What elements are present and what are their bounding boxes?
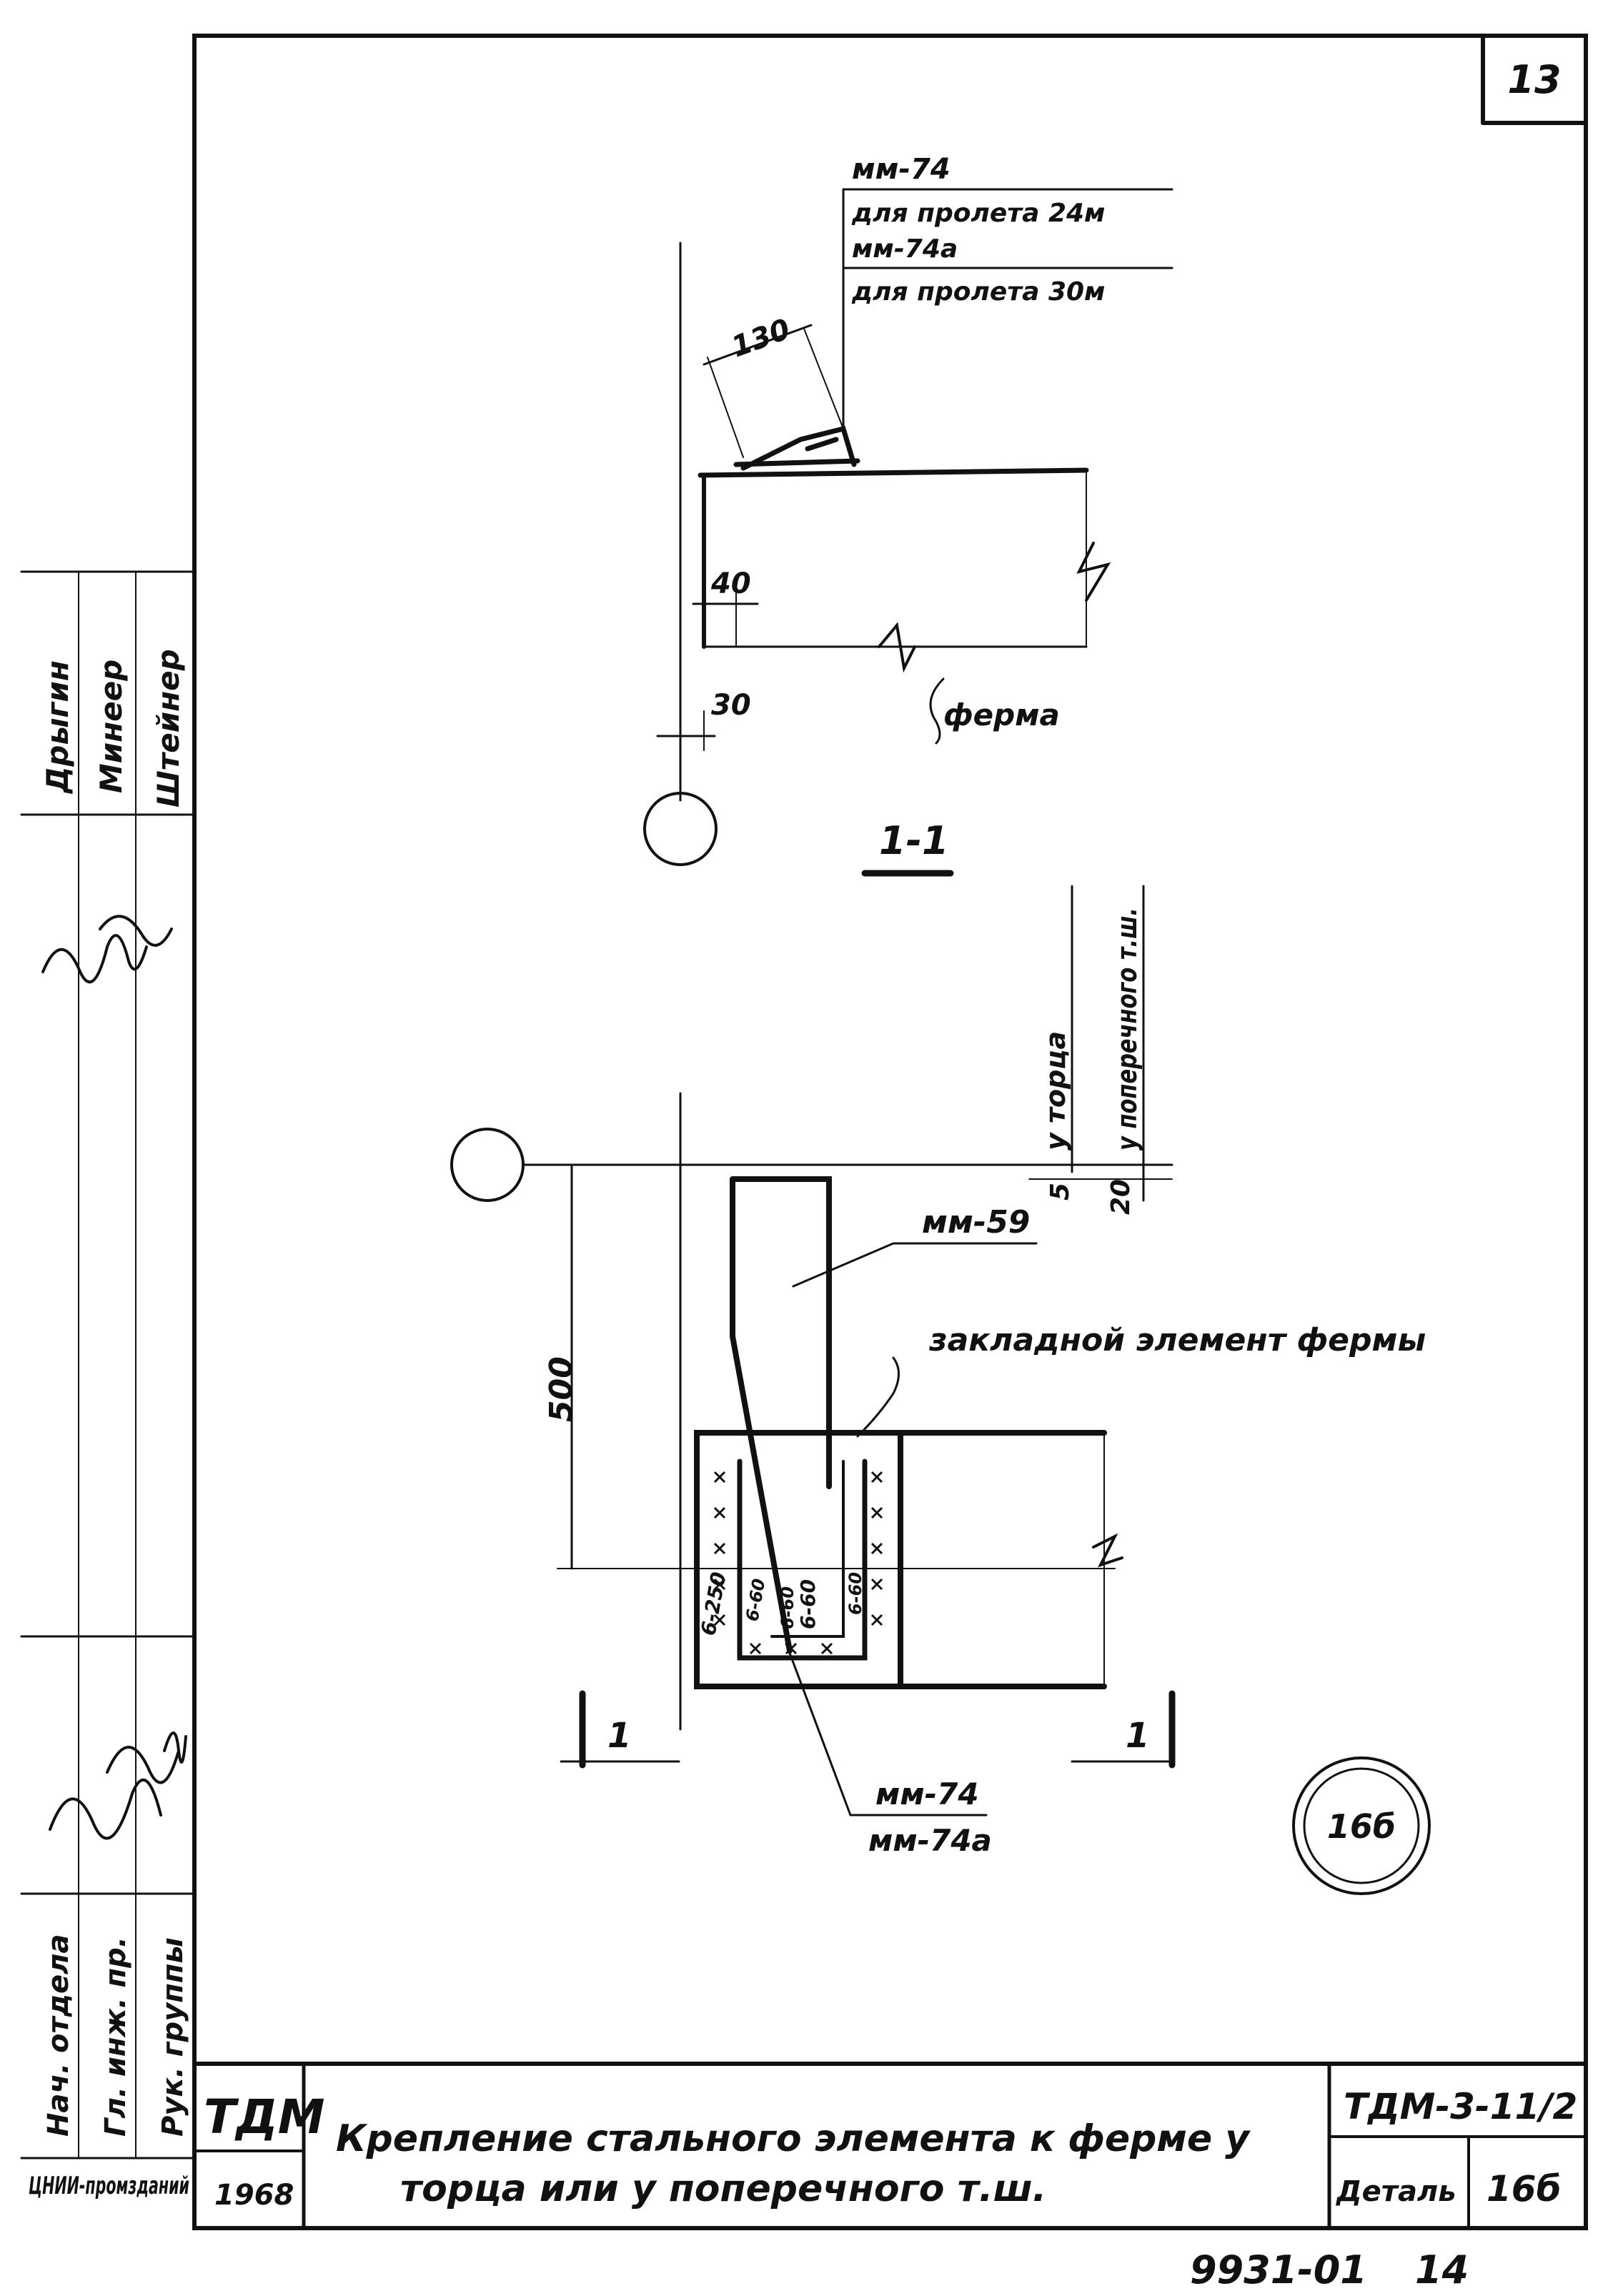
dim-30-label: 30 <box>711 689 751 722</box>
axis-bubble-top <box>643 792 718 866</box>
label-poperechnogo: у поперечного т.ш. <box>1111 908 1143 1151</box>
title-block <box>193 2062 1587 2230</box>
weld-label-6-250: 6-250 <box>696 1570 730 1637</box>
dim-5-label: 5 <box>1046 1183 1075 1201</box>
title-code: ТДМ-3-11/2 <box>1344 2086 1577 2127</box>
cut-label-left: 1 <box>607 1716 631 1756</box>
detail-circle-label: 16б <box>1327 1807 1396 1846</box>
stamp-name-3: Штейнер <box>151 649 186 807</box>
leader-label-1: мм-74 <box>852 153 951 186</box>
leader-label-2: для пролета 24м <box>851 199 1105 228</box>
leader-label-4: для пролета 30м <box>851 277 1105 307</box>
sheet-number: 13 <box>1507 57 1561 102</box>
label-mm59: мм-59 <box>922 1204 1030 1241</box>
truss-label: ферма <box>943 697 1060 732</box>
stamp-role-2: Гл. инж. пр. <box>99 1937 132 2137</box>
title-year: 1968 <box>214 2179 294 2212</box>
title-detail-number: 16б <box>1487 2168 1562 2210</box>
plan-view <box>450 885 1431 1895</box>
label-embedded: закладной элемент фермы <box>928 1322 1426 1358</box>
stamp-signatures <box>41 915 187 1840</box>
section-title: 1-1 <box>879 818 949 863</box>
side-stamp-lines <box>20 570 197 2230</box>
weld-label-6-60b: 6-60 <box>796 1579 820 1629</box>
logo-tdm: ТДМ <box>204 2089 324 2145</box>
leader-label-3: мм-74а <box>852 234 958 264</box>
footer-doc-number: 9931-01 <box>1190 2247 1367 2292</box>
title-line-2: торца или у поперечного т.ш. <box>400 2167 1046 2210</box>
stamp-role-3: Рук. группы <box>157 1937 189 2137</box>
section-1-1 <box>643 188 1173 877</box>
label-torec: у торца <box>1040 1031 1071 1151</box>
dim-500-label: 500 <box>543 1356 580 1422</box>
dim-40-label: 40 <box>710 567 751 600</box>
footer-page-number: 14 <box>1415 2247 1469 2292</box>
title-detail-label: Деталь <box>1335 2175 1456 2208</box>
dim-130-label: 130 <box>728 313 795 364</box>
stamp-org: ЦНИИ-промзданий <box>29 2172 189 2200</box>
side-stamp-names: Дрыгин Минеер Штейнер <box>40 649 186 807</box>
label-mm74a: мм-74а <box>868 1823 992 1858</box>
weld-marks <box>713 1471 883 1655</box>
sheet-frame <box>192 34 1588 2230</box>
weld-label-6-60d: 6-60 <box>845 1572 865 1615</box>
label-mm74: мм-74 <box>875 1776 979 1812</box>
dim-20-label: 20 <box>1106 1179 1136 1215</box>
title-line-1: Крепление стального элемента к ферме у <box>336 2117 1251 2160</box>
side-stamp-roles: Нач. отдела Гл. инж. пр. Рук. группы <box>42 1934 189 2137</box>
weld-label-6-60a: 6-60 <box>742 1577 769 1623</box>
cut-label-right: 1 <box>1126 1716 1149 1756</box>
axis-bubble-plan <box>450 1128 525 1202</box>
weld-label-6-60c: 6-60 <box>778 1586 798 1629</box>
stamp-name-1: Дрыгин <box>40 660 75 795</box>
stamp-name-2: Минеер <box>94 660 129 793</box>
stamp-role-1: Нач. отдела <box>42 1934 75 2137</box>
